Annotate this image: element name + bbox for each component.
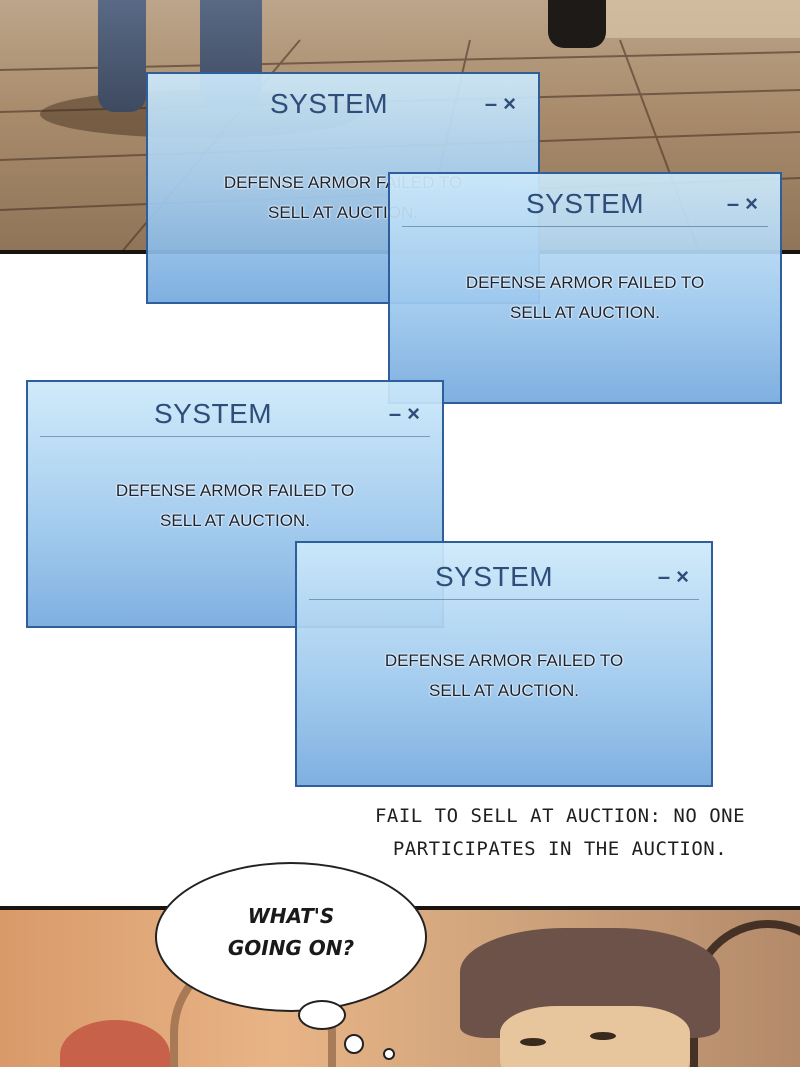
close-icon[interactable]: × (503, 91, 516, 116)
speech-bubble: WHAT'S GOING ON? (155, 862, 427, 1012)
window-message: DEFENSE ARMOR FAILED TO SELL AT AUCTION. (390, 268, 780, 328)
window-title: SYSTEM (270, 88, 389, 119)
window-title-bar[interactable]: SYSTEM –× (390, 184, 780, 224)
close-icon[interactable]: × (407, 401, 420, 426)
close-icon[interactable]: × (745, 191, 758, 216)
message-line-1: DEFENSE ARMOR FAILED TO (465, 273, 705, 292)
thought-puff-medium (344, 1034, 364, 1054)
window-divider (40, 436, 430, 437)
message-line-2: SELL AT AUCTION. (160, 511, 310, 530)
window-title: SYSTEM (435, 561, 554, 592)
caption-line-2: PARTICIPATES IN THE AUCTION. (392, 838, 728, 860)
window-divider (402, 226, 768, 227)
message-line-1: DEFENSE ARMOR FAILED TO (384, 651, 624, 670)
figure-background-legs (548, 0, 606, 48)
window-message: DEFENSE ARMOR FAILED TO SELL AT AUCTION. (297, 646, 711, 706)
window-title-bar[interactable]: SYSTEM –× (28, 394, 442, 434)
window-controls: –× (383, 394, 420, 434)
window-title-bar[interactable]: SYSTEM –× (148, 84, 538, 124)
window-controls: –× (721, 184, 758, 224)
minimize-icon[interactable]: – (388, 401, 402, 426)
speech-text: WHAT'S GOING ON? (157, 900, 425, 964)
message-line-2: SELL AT AUCTION. (510, 303, 660, 322)
thought-puff-small (383, 1048, 395, 1060)
message-line-2: SELL AT AUCTION. (268, 203, 418, 222)
figure-leg-left (98, 0, 146, 112)
window-controls: –× (479, 84, 516, 124)
window-controls: –× (652, 557, 689, 597)
minimize-icon[interactable]: – (657, 564, 671, 589)
top-scene-panel (0, 0, 800, 254)
caption-line-1: FAIL TO SELL AT AUCTION: NO ONE (374, 805, 746, 827)
thought-puff-large (298, 1000, 346, 1030)
character-eye-left (520, 1038, 546, 1046)
minimize-icon[interactable]: – (484, 91, 498, 116)
window-title: SYSTEM (526, 188, 645, 219)
minimize-icon[interactable]: – (726, 191, 740, 216)
window-message: DEFENSE ARMOR FAILED TO SELL AT AUCTION. (28, 476, 442, 536)
speech-line-2: GOING ON? (227, 936, 355, 960)
message-line-2: SELL AT AUCTION. (429, 681, 579, 700)
window-divider (309, 599, 699, 600)
close-icon[interactable]: × (676, 564, 689, 589)
narration-caption: FAIL TO SELL AT AUCTION: NO ONE PARTICIP… (320, 800, 800, 866)
speech-line-1: WHAT'S (247, 904, 335, 928)
system-window-4[interactable]: SYSTEM –× DEFENSE ARMOR FAILED TO SELL A… (295, 541, 713, 787)
window-title-bar[interactable]: SYSTEM –× (297, 557, 711, 597)
message-line-1: DEFENSE ARMOR FAILED TO (115, 481, 355, 500)
character-eye-right (590, 1032, 616, 1040)
character-red-hair (60, 1020, 170, 1067)
window-title: SYSTEM (154, 398, 273, 429)
system-window-2[interactable]: SYSTEM –× DEFENSE ARMOR FAILED TO SELL A… (388, 172, 782, 404)
